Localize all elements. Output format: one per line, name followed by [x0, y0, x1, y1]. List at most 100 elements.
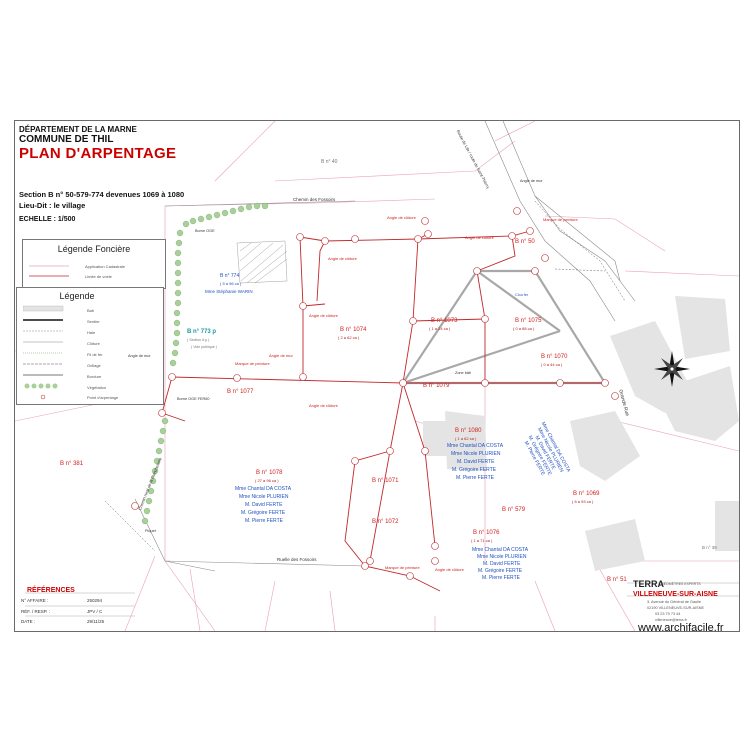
parcel-area: ( 27 a 96 ca ) [255, 478, 279, 483]
parcel-area: ( 1 a 24 ca ) [429, 326, 451, 331]
parcel-label: B n° 579 [502, 507, 526, 513]
owner-name: M. Pierre FERTE [245, 518, 283, 524]
date-label: DATE : [21, 619, 36, 624]
owner-name: Mme Chantal DA COSTA [235, 486, 292, 492]
parcel-label: B n° 1076 [473, 530, 500, 536]
annotation: Angle de mur [520, 179, 543, 183]
parcel-label: B n° 1078 [256, 470, 283, 476]
company-name: TERRA [633, 579, 664, 589]
cadastral-lines [15, 121, 739, 631]
company-postcode: 02190 VILLENEUVE-SUR-AISNE [647, 606, 704, 610]
company-tel: 03 23 79 73 44 [655, 612, 681, 616]
resp-value: JPV / C [87, 609, 103, 614]
hedge [141, 202, 269, 525]
owner-name: M. Grégoire FERTE [452, 467, 497, 473]
parcel-area: ( 0 a 88 ca ) [513, 326, 535, 331]
page-title: PLAN D'ARPENTAGE [19, 145, 177, 162]
annotation: Borne OGE [195, 229, 215, 233]
owner-name: M. Pierre FERTE [456, 475, 494, 481]
legend-item: Fil de fer [87, 352, 103, 357]
annotation: Clou fer [515, 293, 529, 297]
hatched-building [236, 240, 288, 284]
plan-drawing [15, 121, 739, 631]
parcel-label: B n° 1079 [423, 383, 450, 389]
survey-points [131, 207, 619, 580]
parcel-label: B n° 1069 [573, 491, 600, 497]
legend-fonciere-item: Application Cadastrale [85, 264, 126, 269]
owner-name: M. Grégoire FERTE [241, 510, 286, 516]
department-label: DÉPARTEMENT DE LA MARNE [19, 125, 137, 134]
legend-general-title: Légende [59, 291, 95, 301]
legend-item: Sentier [87, 319, 100, 324]
affaire-value: 250294 [87, 598, 103, 603]
parcel-area: ( 6 a 93 ca ) [572, 499, 594, 504]
annotation: Angle de clôture [465, 235, 494, 240]
annotation: Angle de mur [269, 353, 293, 358]
affaire-label: N° AFFAIRE : [21, 598, 49, 603]
company-email: villeneuve@terra.fr [655, 618, 687, 622]
legend-fonciere-item: Limite de voirie [85, 274, 112, 279]
north-arrow-icon [654, 351, 690, 387]
annotation: Piquet [145, 529, 156, 533]
references-title: RÉFÉRENCES [27, 587, 75, 594]
legend-general-swatches [23, 305, 64, 400]
owner-name: Mme Chantal DA COSTA [447, 443, 504, 449]
parcel-label: B n° 51 [607, 577, 627, 583]
section-label: Section B n° 50-579-774 devenues 1069 à … [19, 190, 185, 199]
legend-fonciere-swatches [29, 265, 69, 277]
scale-label: ECHELLE : 1/500 [19, 216, 76, 223]
road-label: Ruelle des Fossoirs [277, 557, 317, 562]
commune-label: COMMUNE DE THIL [19, 134, 114, 145]
legend-item: Bati [87, 308, 94, 313]
legend-general: Légende Bati Sentier Haie Clôture Fil de… [16, 287, 164, 405]
parcel-label: B n° 50 [515, 239, 535, 245]
survey-sheet: DÉPARTEMENT DE LA MARNE COMMUNE DE THIL … [14, 120, 740, 632]
parcel-label: B n° 1077 [227, 389, 254, 395]
owner-name: M. David FERTE [483, 561, 521, 567]
company-subtitle: GÉOMÈTRES EXPERTS [661, 582, 701, 586]
parcel-sub: ( Voie publique ) [191, 345, 217, 349]
parcel-area: ( 1 a 71 ca ) [471, 538, 493, 543]
legend-item: Végétation [87, 385, 107, 390]
parcel-label: B n° 1080 [455, 428, 482, 434]
owner-name: M. David FERTE [245, 502, 283, 508]
annotation: Angle de mur [128, 354, 151, 358]
parcel-label: B n° 1075 [515, 318, 542, 324]
parcel-label: B n° 1071 [372, 478, 399, 484]
parcel-area: ( 5 a 96 ca ) [220, 281, 242, 286]
owner-name: Mme Nicole PLURIEN [239, 494, 289, 500]
annotation: Angle de clôture [435, 567, 464, 572]
buildings [423, 296, 739, 571]
resp-label: RÉF. / RESP. : [21, 609, 50, 614]
annotation: Angle de clôture [387, 215, 416, 220]
parcel-label: B n° 38 [702, 545, 717, 550]
parcel-area: ( 1 a 62 ca ) [455, 436, 477, 441]
annotation: Angle de clôture [309, 403, 338, 408]
lieu-dit-label: Lieu-Dit : le village [19, 201, 86, 210]
legend-item: Point d'arpentage [87, 395, 119, 400]
road-label: Chemin des Fossoirs [293, 197, 336, 202]
watermark-link[interactable]: www.archifacile.fr [638, 622, 724, 634]
parcel-label: B n° 1072 [372, 519, 399, 525]
parcel-area: ( 2 a 62 ca ) [338, 335, 360, 340]
owner-name: M. David FERTE [457, 459, 495, 465]
parcel-label: B n° 1070 [541, 354, 568, 360]
annotation: Zone bâti [455, 371, 471, 375]
parcel-label: B n° 40 [321, 159, 338, 165]
annotation: Angle de clôture [328, 256, 357, 261]
legend-item: Bordure [87, 374, 102, 379]
company-address: 3, Avenue du Général de Gaulle [647, 600, 701, 604]
parcel-sub: ( Section A p ) [187, 338, 210, 342]
legend-fonciere: Légende Foncière Application Cadastrale … [22, 239, 166, 289]
annotation: Angle de clôture [309, 313, 338, 318]
annotation: Marque de peinture [235, 361, 270, 366]
parcel-area: ( 0 a 44 ca ) [541, 362, 563, 367]
legend-item: Clôture [87, 341, 100, 346]
parcel-label: B n° 381 [60, 461, 84, 467]
legend-item: Grillage [87, 363, 101, 368]
parcel-label: B n° 773 p [187, 329, 217, 335]
owner-name: Mme Nicole PLURIEN [451, 451, 501, 457]
owner-name: M. Grégoire FERTE [478, 568, 523, 574]
owner-name: Mme Nicole PLURIEN [477, 554, 527, 560]
legend-item: Haie [87, 330, 96, 335]
